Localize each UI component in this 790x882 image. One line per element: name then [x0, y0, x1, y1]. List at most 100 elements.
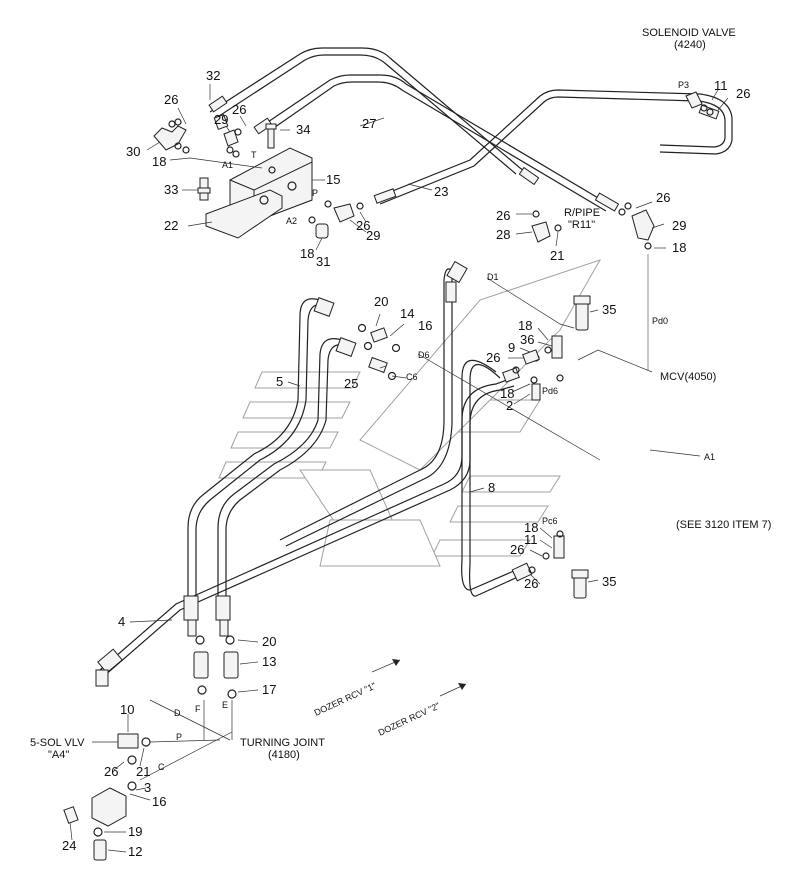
- pipe-27-upper: [209, 47, 611, 212]
- callout-26: 26: [486, 350, 500, 365]
- callout-36: 36: [520, 332, 534, 347]
- mid-fittings: [357, 323, 401, 381]
- label-5-sol-vlv: 5-SOL VLV: [30, 737, 85, 749]
- callout-35: 35: [602, 302, 616, 317]
- callout-26: 26: [510, 542, 524, 557]
- callout-18: 18: [152, 154, 166, 169]
- port-pd6: Pd6: [542, 386, 558, 396]
- port-pc6: Pc6: [542, 516, 558, 526]
- port-a2: A2: [286, 216, 297, 226]
- callout-18: 18: [524, 520, 538, 535]
- callout-26: 26: [104, 764, 118, 779]
- port-f: F: [195, 704, 201, 714]
- callout-26: 26: [736, 86, 750, 101]
- callout-20: 20: [262, 634, 276, 649]
- callout-29: 29: [366, 228, 380, 243]
- callout-26: 26: [524, 576, 538, 591]
- callout-5: 5: [276, 374, 283, 389]
- callout-26: 26: [356, 218, 370, 233]
- callout-3: 3: [144, 780, 151, 795]
- label-dozer-rcv-2: DOZER RCV "2": [377, 700, 442, 737]
- callout-29: 29: [672, 218, 686, 233]
- callout-34: 34: [296, 122, 310, 137]
- callout-8: 8: [488, 480, 495, 495]
- port-d: D: [174, 708, 181, 718]
- callout-numbers: 32 26 26 29 34 30 18 15 33 22 27 23 26 2…: [62, 68, 750, 859]
- callout-20: 20: [374, 294, 388, 309]
- callout-11: 11: [524, 532, 538, 547]
- callout-9: 9: [508, 340, 515, 355]
- callout-18: 18: [518, 318, 532, 333]
- callout-18: 18: [300, 246, 314, 261]
- callout-27: 27: [362, 116, 376, 131]
- callout-11: 11: [714, 78, 728, 93]
- callout-24: 24: [62, 838, 76, 853]
- callout-22: 22: [164, 218, 178, 233]
- callout-16: 16: [152, 794, 166, 809]
- fittings-top-left: [153, 114, 364, 239]
- valve-block-15: [205, 147, 313, 239]
- leader-lines: [69, 84, 729, 853]
- label-solenoid-valve: SOLENOID VALVE: [642, 27, 736, 39]
- label-r-pipe: R/PIPE: [564, 207, 600, 219]
- callout-15: 15: [326, 172, 340, 187]
- label-turning-code: (4180): [268, 749, 300, 761]
- port-labels: P3 A1 T P A2 D1 Pd0 D6 C6 Pd6 A1 Pc6 D F…: [158, 80, 715, 772]
- callout-4: 4: [118, 614, 125, 629]
- port-t: T: [251, 150, 257, 160]
- callout-26: 26: [232, 102, 246, 117]
- dozer-arrows: [371, 659, 467, 697]
- callout-35: 35: [602, 574, 616, 589]
- lower-fittings: [193, 635, 239, 699]
- label-r11: "R11": [568, 219, 595, 231]
- port-d6: D6: [418, 350, 430, 360]
- label-turning-joint: TURNING JOINT: [240, 737, 325, 749]
- port-e: E: [222, 700, 228, 710]
- label-mcv: MCV(4050): [660, 371, 716, 383]
- callout-17: 17: [262, 682, 276, 697]
- turning-joint-lines: [139, 699, 233, 781]
- callout-16: 16: [418, 318, 432, 333]
- port-d1: D1: [487, 272, 499, 282]
- port-c6: C6: [406, 372, 418, 382]
- hose-5-and-4: [187, 298, 349, 600]
- port-p-bottom: P: [176, 732, 182, 742]
- port-c: C: [158, 762, 165, 772]
- callout-18: 18: [672, 240, 686, 255]
- hose-end-fittings: [95, 260, 533, 687]
- callout-26: 26: [656, 190, 670, 205]
- callout-13: 13: [262, 654, 276, 669]
- callout-18: 18: [500, 386, 514, 401]
- callout-29: 29: [214, 112, 228, 127]
- callout-2: 2: [506, 398, 513, 413]
- callout-28: 28: [496, 227, 510, 242]
- solenoid-fittings: [531, 91, 714, 250]
- pipe-23: [379, 89, 733, 205]
- callout-23: 23: [434, 184, 448, 199]
- callout-33: 33: [164, 182, 178, 197]
- callout-26: 26: [164, 92, 178, 107]
- mcv-fittings: [512, 295, 591, 599]
- callout-31: 31: [316, 254, 330, 269]
- callout-25: 25: [344, 376, 358, 391]
- callout-12: 12: [128, 844, 142, 859]
- port-p3: P3: [678, 80, 689, 90]
- port-p-top: P: [312, 188, 318, 198]
- port-a1-right: A1: [704, 452, 715, 462]
- callout-21: 21: [136, 764, 150, 779]
- callout-10: 10: [120, 702, 134, 717]
- callout-30: 30: [126, 144, 140, 159]
- label-solenoid-code: (4240): [674, 39, 706, 51]
- label-a4: "A4": [48, 749, 69, 761]
- callout-14: 14: [400, 306, 414, 321]
- callout-21: 21: [550, 248, 564, 263]
- port-a1-top: A1: [222, 160, 233, 170]
- port-pd0: Pd0: [652, 316, 668, 326]
- bottom-left-fittings: [63, 733, 151, 861]
- label-see-3120: (SEE 3120 ITEM 7): [676, 519, 771, 531]
- callout-32: 32: [206, 68, 220, 83]
- callout-26: 26: [496, 208, 510, 223]
- callout-19: 19: [128, 824, 142, 839]
- label-dozer-rcv-1: DOZER RCV "1": [313, 680, 378, 717]
